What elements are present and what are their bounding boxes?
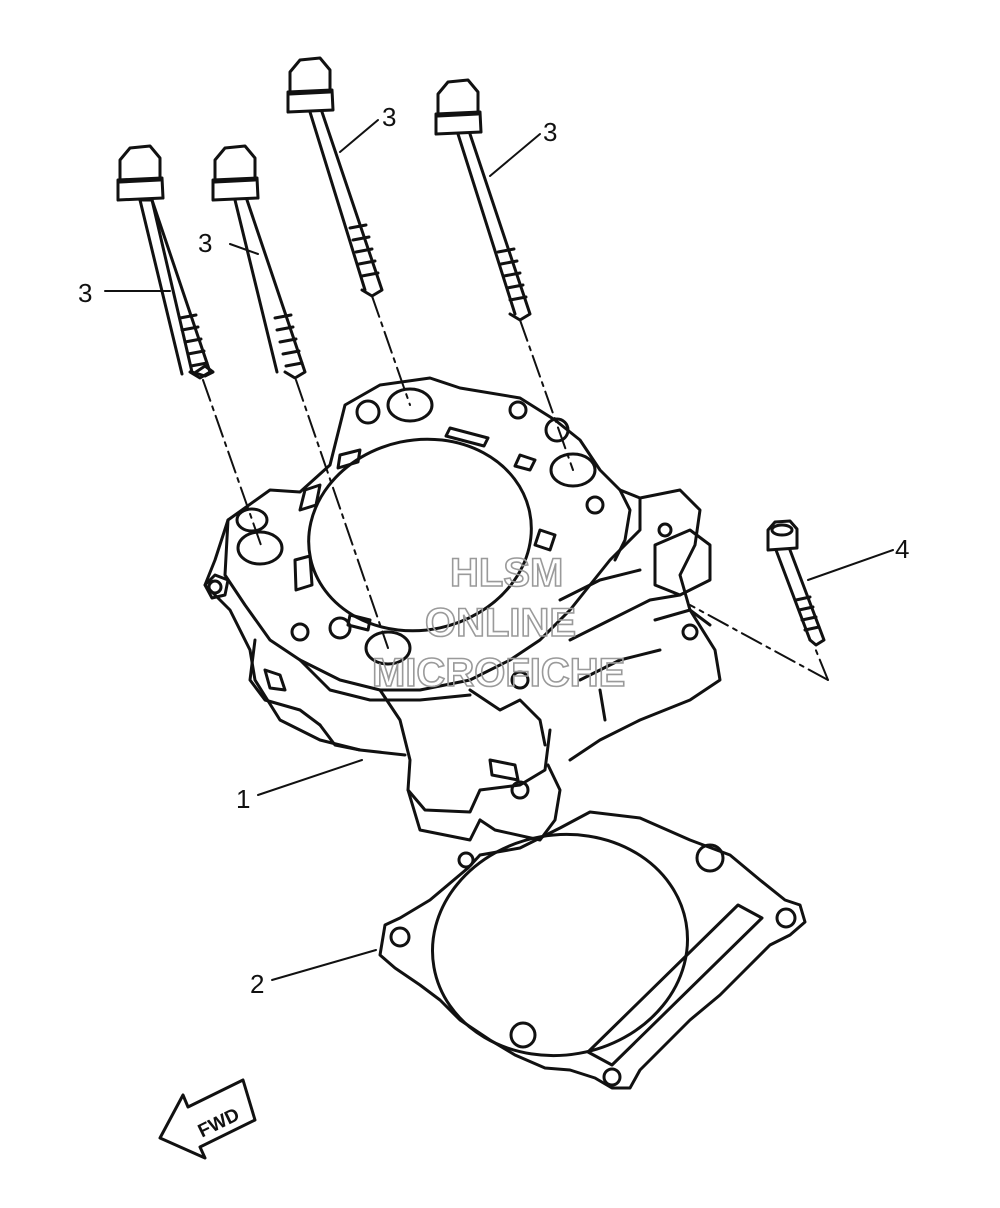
alignment-lines [202,295,829,681]
callout-stud-bolt: 3 [382,102,396,132]
watermark-line-2: ONLINE [425,601,576,645]
callout-stud-bolt: 3 [543,117,557,147]
cylinder [203,376,722,842]
leader-lines [104,119,894,981]
callout-small-bolt: 4 [895,534,909,564]
stud-bolt-1 [116,144,215,380]
callout-stud-bolt: 3 [198,228,212,258]
stud-bolt-4 [434,78,532,322]
watermark-line-3: MICROFICHE [372,651,625,695]
cylinder-gasket [378,810,807,1090]
stud-bolt-2 [211,144,307,380]
callout-stud-bolt: 3 [78,278,92,308]
small-bolt [766,519,826,647]
watermark-line-1: HLSM [450,551,563,595]
fwd-arrow-icon [158,1078,257,1160]
stud-bolt-3 [286,56,384,298]
callout-gasket: 2 [250,969,264,999]
callout-cylinder: 1 [236,784,250,814]
